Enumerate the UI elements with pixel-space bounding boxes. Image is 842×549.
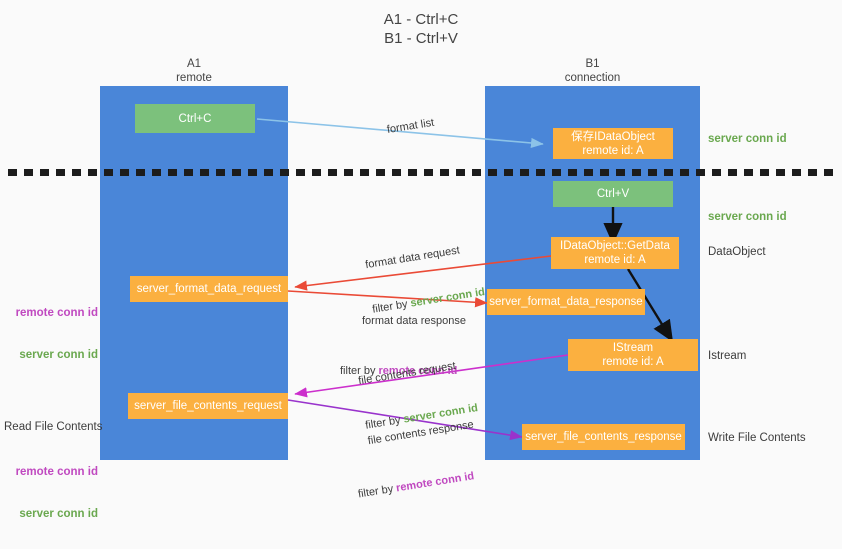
box-ctrl-v-label: Ctrl+V: [596, 188, 630, 200]
phase-divider: [8, 169, 834, 176]
box-server-file-contents-request-label: server_file_contents_request: [134, 400, 282, 412]
edge-label-format-data-response-text: format data response: [362, 315, 466, 327]
lane-b1-title: B1: [585, 58, 600, 70]
annotation-server-conn-id-mid: server conn id: [708, 211, 787, 223]
edge-label-format-list: format list: [371, 101, 437, 155]
edge-label-file-contents-response: file contents response filter by remote …: [357, 388, 487, 529]
box-getdata-line2: remote id: A: [584, 254, 646, 266]
box-server-file-contents-request[interactable]: server_file_contents_request: [128, 393, 288, 419]
box-istream-line2: remote id: A: [602, 356, 664, 368]
annotation-format-remote-conn-id: remote conn id: [15, 307, 98, 319]
annotation-dataobject: DataObject: [708, 246, 766, 258]
annotation-write-file-contents: Write File Contents: [708, 432, 806, 444]
edge-label-file-contents-response-text: file contents response: [366, 418, 475, 448]
edge-label-format-data-response-filter: remote conn id: [378, 365, 458, 377]
edge-label-file-contents-request-text: file contents request: [357, 359, 457, 388]
lane-b1-subtitle: connection: [564, 72, 621, 84]
edge-label-format-list-text: format list: [386, 116, 436, 137]
box-save-idataobject-line1: 保存IDataObject: [571, 130, 655, 143]
box-server-file-contents-response[interactable]: server_file_contents_response: [522, 424, 685, 450]
page-title: A1 - Ctrl+C B1 - Ctrl+V: [383, 11, 459, 47]
box-server-format-data-request[interactable]: server_format_data_request: [130, 276, 288, 302]
annotation-file-remote-conn-id: remote conn id: [15, 466, 98, 478]
box-ctrl-c-label: Ctrl+C: [178, 112, 212, 125]
annotation-file-server-conn-id: server conn id: [19, 508, 98, 520]
diagram-canvas: A1 - Ctrl+C B1 - Ctrl+V A1 remote B1 conne…: [4, 11, 834, 520]
box-ctrl-v[interactable]: Ctrl+V: [553, 181, 673, 207]
box-save-idataobject[interactable]: 保存IDataObject remote id: A: [553, 128, 673, 159]
box-istream[interactable]: IStream remote id: A: [568, 339, 698, 371]
edge-label-file-contents-response-filter: remote conn id: [395, 470, 475, 495]
box-idataobject-getdata[interactable]: IDataObject::GetData remote id: A: [551, 237, 679, 269]
box-server-format-data-response-label: server_format_data_response: [489, 296, 643, 308]
annotation-server-conn-id-top: server conn id: [708, 133, 787, 145]
annotation-format-server-conn-id: server conn id: [19, 349, 98, 361]
lane-a1-title: A1: [186, 58, 202, 70]
box-istream-line1: IStream: [612, 342, 654, 354]
box-server-format-data-request-label: server_format_data_request: [136, 283, 282, 295]
edge-label-file-contents-response-prefix: filter by: [357, 482, 398, 501]
edge-label-format-data-response: format data response filter by remote co…: [340, 284, 466, 409]
box-server-file-contents-response-label: server_file_contents_response: [525, 431, 682, 443]
annotation-file-conn-ids: Read File Contents remote conn id server…: [4, 392, 103, 549]
box-save-idataobject-line2: remote id: A: [582, 144, 644, 157]
box-getdata-line1: IDataObject::GetData: [560, 240, 670, 252]
edge-label-format-data-response-prefix: filter by: [340, 365, 379, 377]
lane-header-b1: B1 connection: [485, 57, 700, 85]
edge-label-format-data-request-text: format data request: [364, 244, 461, 272]
annotation-istream: Istream: [708, 350, 747, 362]
annotation-read-file-contents: Read File Contents: [4, 421, 103, 433]
box-server-format-data-response[interactable]: server_format_data_response: [487, 289, 645, 315]
annotation-format-conn-ids: remote conn id server conn id: [10, 278, 98, 390]
lane-a1-subtitle: remote: [176, 72, 212, 84]
lane-header-a1: A1 remote: [100, 57, 288, 85]
box-ctrl-c[interactable]: Ctrl+C: [135, 104, 255, 133]
